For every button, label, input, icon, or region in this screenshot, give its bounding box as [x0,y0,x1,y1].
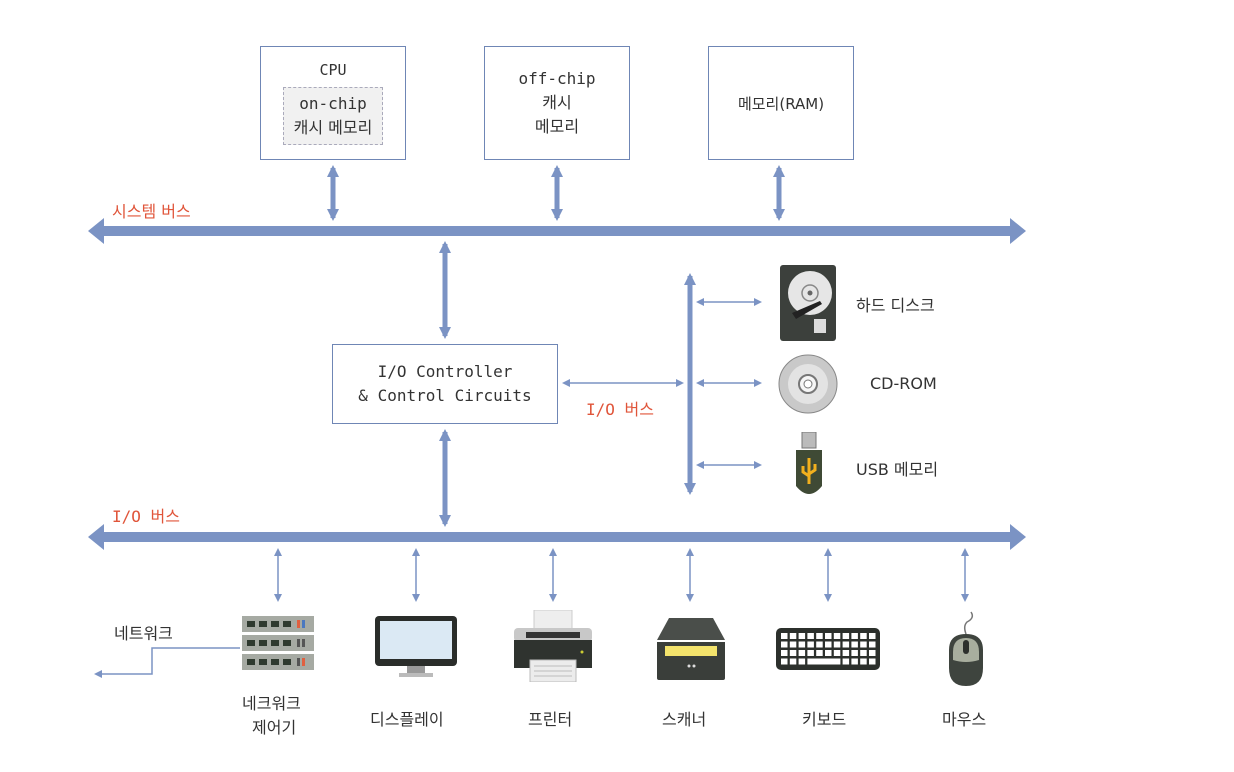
keyboard-key [860,633,867,639]
on-chip-label: on-chip [299,94,367,113]
ram-label: 메모리(RAM) [737,94,825,113]
controller-line1: I/O Controller [377,362,513,381]
keyboard-key [869,658,876,665]
keyboard-key [807,641,814,648]
on-chip-cache-box: on-chip 캐시 메모리 [282,87,384,145]
cpu-title: CPU [319,61,347,79]
keyboard-key [825,650,832,656]
keyboard-key [816,633,823,639]
keyboard-key [833,633,841,639]
mouse-label: 마우스 [942,710,987,729]
keyboard-key [851,633,858,639]
io-bus-side-label: I/O 버스 [586,400,654,419]
keyboard-key [789,650,797,656]
mouse-icon [949,611,983,686]
network-controller-icon [242,616,314,670]
cd-rom-icon [778,354,838,414]
scanner-label: 스캐너 [662,710,707,729]
cache-memory-label: 캐시 메모리 [293,118,373,137]
off-chip-cache-box: off-chip 캐시 메모리 [484,46,630,160]
keyboard-key [869,633,876,639]
cd-rom-label: CD-ROM [870,374,937,393]
thin-connectors [94,298,969,678]
scanner-icon [657,618,725,680]
network-label: 네트워크 [114,624,173,643]
controller-line2: & Control Circuits [358,386,532,405]
keyboard-key [789,641,797,648]
keyboard-key [781,633,788,639]
keyboard-key [860,641,867,648]
keyboard-key [833,641,841,648]
keyboard-key [825,633,832,639]
keyboard-key [798,641,806,648]
keyboard-key [851,650,858,656]
keyboard-key [781,641,788,648]
ram-box: 메모리(RAM) [708,46,854,160]
keyboard-key [842,641,850,648]
io-bus-line [88,524,1026,550]
keyboard-icon [776,628,880,670]
io-bus-main-label: I/O 버스 [112,507,180,526]
keyboard-key [833,650,841,656]
keyboard-key [860,658,867,665]
hard-disk-label: 하드 디스크 [856,296,935,315]
printer-label: 프린터 [528,710,573,729]
keyboard-spacebar [807,658,841,665]
keyboard-key [842,633,850,639]
keyboard-key [816,641,823,648]
cpu-box: CPU on-chip 캐시 메모리 [260,46,406,160]
system-bus-connectors [327,165,785,527]
keyboard-key [825,641,832,648]
usb-memory-icon [796,432,822,494]
keyboard-label: 키보드 [802,710,847,729]
keyboard-key [807,650,814,656]
keyboard-key [781,658,788,665]
display-icon [375,616,457,677]
keyboard-key [860,650,867,656]
display-label: 디스플레이 [370,710,444,729]
keyboard-key [798,658,806,665]
printer-icon [514,610,592,682]
keyboard-key [851,641,858,648]
keyboard-key [798,633,806,639]
off-chip-cache-label: 캐시 [542,93,572,112]
keyboard-key [816,650,823,656]
keyboard-key [869,650,876,656]
keyboard-key [842,658,850,665]
keyboard-key [781,650,788,656]
keyboard-key [798,650,806,656]
io-controller-box: I/O Controller & Control Circuits [332,344,558,424]
keyboard-key [851,658,858,665]
off-chip-label: off-chip [518,69,596,88]
keyboard-key [807,633,814,639]
network-controller-label-line2: 제어기 [252,718,297,737]
system-bus-line [88,218,1026,244]
system-bus-label: 시스템 버스 [112,202,191,221]
hard-disk-icon [780,265,836,341]
keyboard-key [789,633,797,639]
keyboard-key [789,658,797,665]
off-chip-memory-label: 메모리 [534,117,580,136]
keyboard-key [869,641,876,648]
usb-memory-label: USB 메모리 [856,460,939,479]
network-controller-label-line1: 네크워크 [242,694,301,713]
keyboard-key [842,650,850,656]
